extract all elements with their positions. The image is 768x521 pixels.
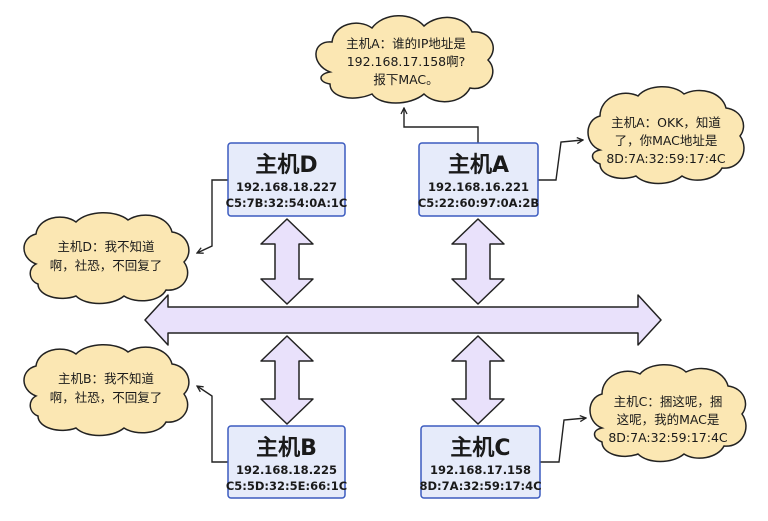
host-d-box: 主机D 192.168.18.227 C5:7B:32:54:0A:1C (226, 142, 348, 217)
host-b-reply-cloud: 主机B：我不知道 啊，社恐，不回复了 (23, 344, 190, 437)
host-a-reply-line-1: 主机A：OKK，知道 (611, 115, 721, 130)
host-a-ip: 192.168.16.221 (428, 180, 529, 194)
host-a-reply-line-3: 8D:7A:32:59:17:4C (606, 151, 726, 166)
host-a-reply-line-2: 了，你MAC地址是 (615, 133, 718, 148)
host-a-reply-connector (538, 140, 583, 181)
host-b-bus-arrow (260, 335, 314, 425)
host-a-box: 主机A 192.168.16.221 C5:22:60:97:0A:2B (418, 142, 539, 217)
host-c-reply-line-1: 主机C：捆这呢，捆 (614, 394, 723, 409)
host-d-ip: 192.168.18.227 (236, 180, 337, 194)
host-d-reply-cloud: 主机D：我不知道 啊，社恐，不回复了 (23, 212, 190, 305)
host-b-ip: 192.168.18.225 (236, 463, 337, 477)
host-a-request-line-1: 主机A：谁的IP地址是 (346, 36, 466, 51)
host-c-reply-line-3: 8D:7A:32:59:17:4C (608, 430, 728, 445)
host-b-callout-connector (197, 386, 228, 463)
host-b-mac: C5:5D:32:5E:66:1C (226, 479, 347, 493)
host-c-bus-arrow (451, 335, 505, 425)
network-bus-arrow (144, 294, 662, 346)
host-c-ip: 192.168.17.158 (430, 463, 531, 477)
host-a-reply-cloud: 主机A：OKK，知道 了，你MAC地址是 8D:7A:32:59:17:4C (587, 86, 745, 185)
host-c-mac: 8D:7A:32:59:17:4C (419, 479, 541, 493)
host-d-reply-line-2: 啊，社恐，不回复了 (50, 258, 163, 273)
host-a-mac: C5:22:60:97:0A:2B (418, 196, 539, 210)
host-c-reply-line-2: 这呢，我的MAC是 (617, 412, 720, 427)
host-d-bus-arrow (260, 218, 314, 305)
host-c-name: 主机C (450, 436, 510, 461)
host-d-reply-line-1: 主机D：我不知道 (57, 239, 155, 254)
host-d-mac: C5:7B:32:54:0A:1C (226, 196, 348, 210)
host-b-name: 主机B (256, 436, 317, 461)
host-c-box: 主机C 192.168.17.158 8D:7A:32:59:17:4C (419, 425, 542, 499)
host-b-reply-line-1: 主机B：我不知道 (58, 371, 155, 386)
host-a-request-connector (404, 108, 479, 143)
host-a-name: 主机A (448, 153, 509, 178)
host-a-request-line-2: 192.168.17.158啊? (347, 54, 466, 69)
host-c-callout-connector (540, 418, 586, 463)
host-a-bus-arrow (451, 218, 505, 305)
host-b-reply-line-2: 啊，社恐，不回复了 (50, 390, 163, 405)
host-b-box: 主机B 192.168.18.225 C5:5D:32:5E:66:1C (226, 425, 347, 499)
host-a-request-cloud: 主机A：谁的IP地址是 192.168.17.158啊? 报下MAC。 (315, 15, 494, 104)
host-c-reply-cloud: 主机C：捆这呢，捆 这呢，我的MAC是 8D:7A:32:59:17:4C (589, 364, 747, 463)
host-a-request-line-3: 报下MAC。 (373, 72, 438, 87)
host-d-callout-connector (197, 179, 228, 253)
host-d-name: 主机D (255, 153, 317, 178)
